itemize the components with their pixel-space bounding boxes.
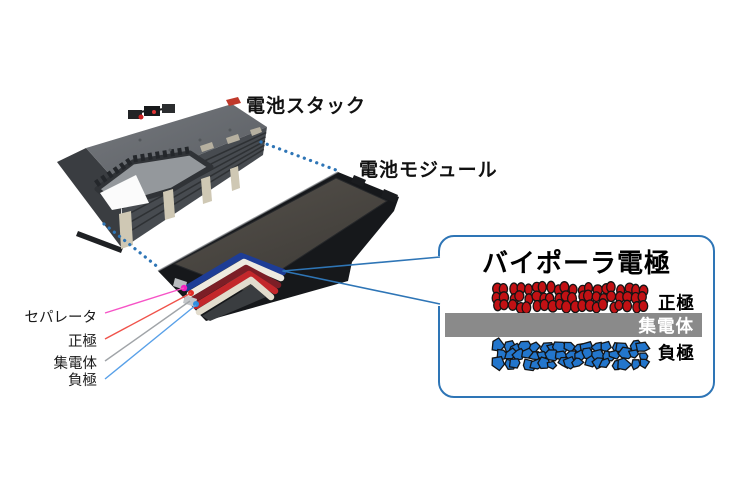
leader-separator — [104, 287, 185, 314]
stack-terminal-row — [94, 146, 190, 187]
collector-tab-1 — [173, 278, 187, 290]
stack-screws — [138, 128, 232, 152]
connector-stack-to-module-top — [259, 140, 338, 172]
anode-particle — [571, 357, 585, 368]
stack-label: 電池スタック — [246, 96, 367, 117]
battery-module-image — [157, 171, 399, 321]
separator-label: セパレータ — [24, 310, 98, 326]
cutaway-band-cathode — [192, 270, 279, 310]
cathode-particle — [638, 299, 649, 313]
callout-positive-label: 正極 — [658, 293, 695, 313]
callout-tail-lines — [282, 256, 441, 305]
anode-particle — [608, 349, 621, 360]
cathode-particle — [622, 299, 633, 313]
negative-label: 負極 — [68, 373, 97, 389]
stack-top-opening — [94, 150, 214, 209]
module-frame — [158, 172, 399, 321]
stack-wiring — [128, 104, 175, 120]
dotted-connectors — [102, 140, 338, 270]
anode-particle — [598, 357, 611, 369]
stack-layer-stripes — [121, 131, 267, 237]
collector-tab-2 — [183, 295, 197, 307]
negative-marker-dot — [193, 301, 199, 307]
electrode-particles — [491, 280, 651, 372]
cathode-particle — [539, 298, 550, 312]
cathode-particle — [546, 280, 556, 294]
callout-tail — [282, 256, 445, 306]
cutaway-inner-shadow — [202, 285, 266, 321]
cathode-particle — [614, 299, 624, 311]
module-surface — [172, 177, 389, 293]
stack-opening-highlight — [100, 175, 149, 210]
anode-particle — [600, 340, 612, 353]
cutaway-band-separator-2 — [195, 276, 275, 316]
stack-front-face — [121, 127, 267, 248]
cutaway-band-cathode-dark — [189, 264, 282, 304]
collector-bar-label: 集電体 — [638, 315, 694, 336]
stack-red-connector — [226, 97, 241, 106]
module-edge-highlight — [157, 171, 339, 272]
stack-top-face — [86, 104, 267, 187]
stack-left-face — [57, 148, 121, 247]
module-label: 電池モジュール — [359, 160, 498, 181]
cutaway-band-separator-1 — [186, 258, 285, 298]
leader-positive — [104, 292, 192, 340]
callout-title: バイポーラ電極 — [481, 248, 671, 278]
anode-particle — [635, 341, 651, 352]
leader-negative — [104, 304, 197, 380]
collector-label: 集電体 — [53, 356, 98, 372]
cathode-particle — [499, 299, 509, 311]
cathode-particle — [521, 301, 532, 315]
battery-stack-image — [57, 97, 267, 253]
positive-marker-dot — [188, 290, 194, 296]
positive-label: 正極 — [68, 334, 97, 350]
cathode-particle — [606, 290, 617, 303]
stack-foot — [76, 231, 123, 253]
bipolar-electrode-callout: バイポーラ電極 集電体 正極 負極 — [438, 235, 715, 398]
cathode-particle — [514, 290, 525, 302]
collector-bar: 集電体 — [445, 313, 702, 337]
cathode-particle — [561, 300, 572, 314]
anode-particle — [631, 359, 641, 371]
anode-particle — [491, 355, 506, 372]
anode-particle — [617, 357, 633, 371]
cathode-particle — [597, 298, 608, 311]
anode-particle — [508, 358, 521, 369]
connector-stack-to-module-bottom — [102, 222, 161, 270]
cutaway-band-anode — [183, 252, 287, 292]
stack-top-clips — [200, 127, 262, 152]
module-cutaway-layers — [183, 252, 287, 316]
leader-collector — [104, 300, 191, 362]
separator-marker-dot — [180, 284, 188, 292]
anode-particle — [546, 360, 558, 370]
anode-particle — [627, 349, 640, 359]
anode-particle — [639, 358, 651, 370]
stack-straps — [119, 166, 240, 249]
callout-negative-label: 負極 — [658, 343, 695, 363]
leader-lines — [104, 287, 197, 380]
